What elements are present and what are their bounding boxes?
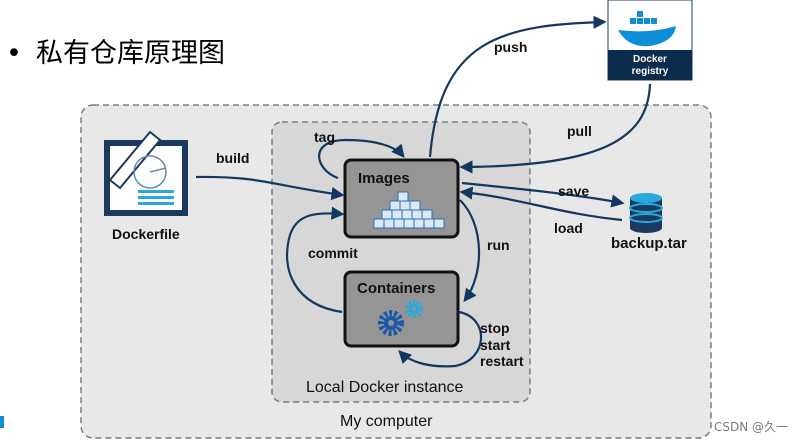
commit-arrow [286, 206, 345, 314]
backup-tar-label: backup.tar [611, 235, 687, 252]
slide-bullet: • [6, 38, 22, 69]
database-icon [629, 193, 663, 233]
watermark: CSDN @久一 [714, 420, 788, 434]
dockerfile-node: Dockerfile [104, 130, 188, 242]
save-arrow [461, 181, 625, 208]
edge-mark [0, 416, 4, 428]
containers-node: Containers [343, 270, 460, 348]
local-docker-instance-label: Local Docker instance [306, 379, 464, 396]
tag-label: tag [314, 129, 335, 145]
commit-label: commit [308, 245, 358, 261]
restart-label: restart [480, 353, 524, 369]
pull-label: pull [567, 123, 592, 139]
images-label: Images [358, 170, 410, 187]
stop-start-restart-arrow [398, 310, 483, 368]
build-label: build [216, 150, 249, 166]
push-arrow [428, 15, 607, 158]
images-node: Images [343, 158, 460, 239]
run-label: run [487, 237, 510, 253]
run-arrow [459, 199, 481, 303]
my-computer-label: My computer [340, 413, 433, 430]
save-label: save [558, 183, 589, 199]
dockerfile-label: Dockerfile [112, 226, 180, 242]
load-label: load [554, 220, 583, 236]
tag-arrow [318, 138, 405, 180]
build-arrow [195, 175, 345, 201]
start-label: start [480, 337, 511, 353]
push-label: push [494, 39, 527, 55]
containers-label: Containers [357, 280, 435, 297]
slide-title: 私有仓库原理图 [36, 38, 225, 69]
pull-arrow [459, 83, 652, 174]
registry-label-line2: registry [632, 66, 669, 77]
backup-tar-node: backup.tar [611, 193, 687, 252]
registry-label-line1: Docker [633, 54, 667, 65]
docker-registry-node: Docker registry [607, 0, 693, 81]
gears-icon [378, 300, 423, 336]
image-layers-icon [373, 191, 445, 229]
stop-label: stop [480, 320, 510, 336]
load-arrow [459, 186, 623, 222]
whale-icon [618, 11, 676, 47]
